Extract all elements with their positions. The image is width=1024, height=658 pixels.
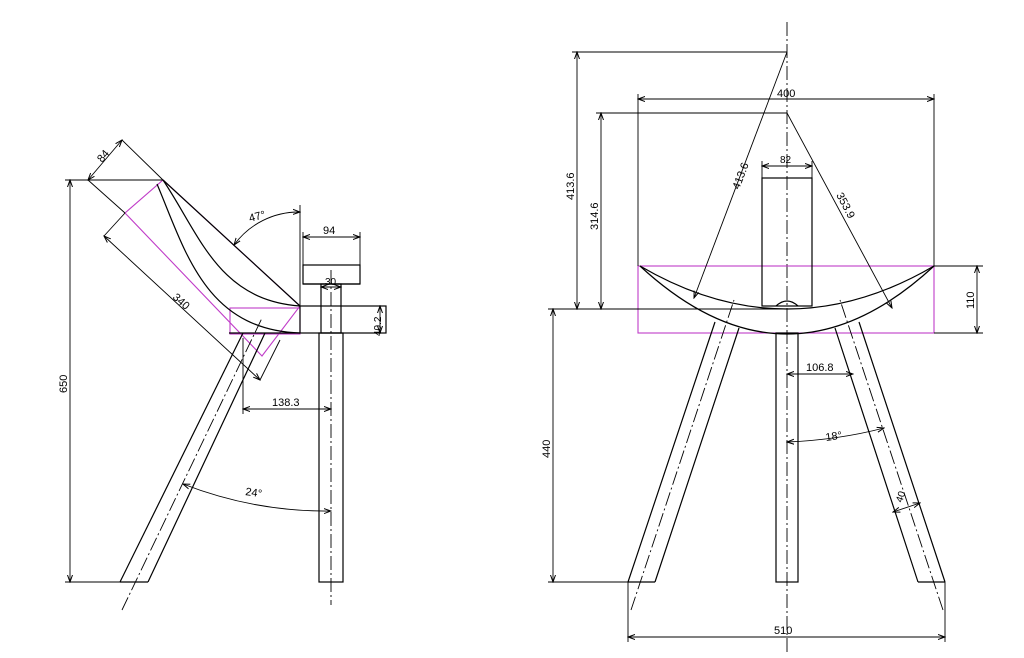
dim-40-line xyxy=(893,503,920,512)
dim-413-label: 413.6 xyxy=(565,172,577,200)
front-left-leg-centerline xyxy=(630,299,735,611)
dim-r413-label: 413.6 xyxy=(731,161,752,191)
dim-18-arc xyxy=(787,428,884,442)
dim-r413-line xyxy=(694,51,788,298)
front-center-leg xyxy=(775,332,799,583)
dim-94-label: 94 xyxy=(323,225,335,237)
dim-47-arc xyxy=(234,212,300,245)
dim-18-label: 18° xyxy=(825,430,843,444)
side-seat-curve-inner xyxy=(156,183,301,334)
dim-340-ext-b xyxy=(259,339,281,381)
dim-84-ext-a xyxy=(87,179,126,214)
side-front-leg-left xyxy=(119,332,244,583)
side-peg-block xyxy=(299,305,387,334)
dim-400-label: 400 xyxy=(777,88,795,100)
side-front-leg-centerline xyxy=(121,317,263,611)
front-right-leg-centerline xyxy=(839,299,944,611)
dim-24-arc xyxy=(183,484,331,511)
dim-24-label: 24° xyxy=(245,486,263,500)
dim-314-label: 314.6 xyxy=(589,202,601,230)
dim-82-label: 82 xyxy=(780,155,792,166)
side-front-leg-right xyxy=(147,332,266,583)
dim-40-label: 40 xyxy=(894,490,908,504)
dim-110-label: 110 xyxy=(965,291,977,309)
dim-340-label: 340 xyxy=(170,291,192,312)
dim-510-label: 510 xyxy=(774,625,792,637)
side-seat-top-edge xyxy=(162,179,301,307)
dim-r353-line xyxy=(786,112,892,308)
dim-340-line xyxy=(104,236,260,380)
front-left-leg-outer xyxy=(627,321,716,583)
dim-138-3-label: 138.3 xyxy=(272,397,300,409)
dim-650-label: 650 xyxy=(58,375,70,393)
front-center-post-cap xyxy=(775,300,799,307)
dim-84-line xyxy=(88,140,122,180)
dim-340-ext-a xyxy=(103,212,126,237)
front-left-leg-inner xyxy=(654,327,740,583)
side-seat-base-highlight xyxy=(229,307,301,335)
dim-440-label: 440 xyxy=(541,440,553,458)
front-view: 400 413.6 353.9 413.6 314.6 82 110 440 xyxy=(541,22,983,652)
dim-106-8-label: 106.8 xyxy=(806,362,834,374)
dim-47-label: 47° xyxy=(248,209,267,225)
dim-84-ext-b xyxy=(121,139,164,181)
front-right-leg-inner xyxy=(834,327,919,583)
dim-40-2-label: 40.2 xyxy=(373,316,384,336)
dim-84-label: 84 xyxy=(95,148,112,165)
side-view: 84 340 47° 94 30 40.2 650 138.3 xyxy=(58,139,387,611)
front-seat-arc-bottom xyxy=(639,265,935,335)
dim-30-label: 30 xyxy=(325,277,337,288)
front-right-leg-outer xyxy=(858,321,946,583)
front-center-post xyxy=(761,177,813,307)
